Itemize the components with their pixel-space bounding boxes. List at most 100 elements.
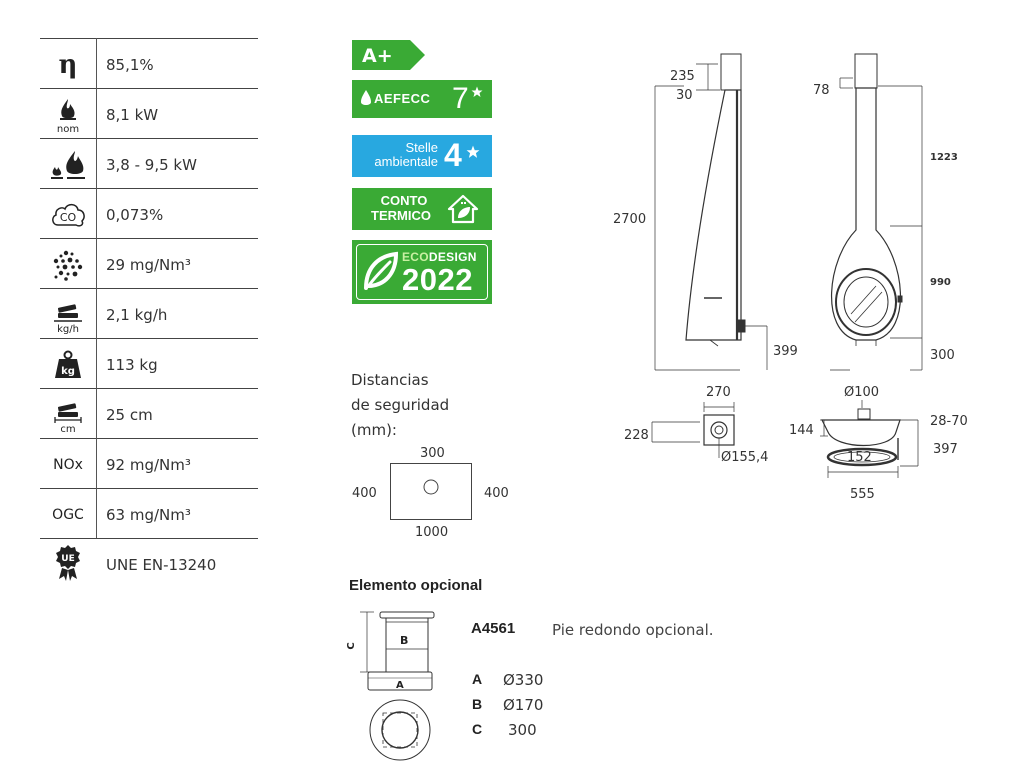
spec-value-log-length: 25 cm [106,406,153,424]
spec-value-certification: UNE EN-13240 [106,556,217,574]
nominal-power-flame-icon: nom [40,90,96,140]
stelle-ambientale-badge: Stelle ambientale 4 [352,135,492,177]
spec-value-particles: 29 mg/Nm³ [106,256,191,274]
spec-value-ogc: 63 mg/Nm³ [106,506,191,524]
icon-label-nom: nom [57,124,79,135]
dim-plan-right-top: 28-70 [930,414,968,429]
dim-front-top-offset: 78 [813,83,830,98]
dim-plan-width: 270 [706,385,731,400]
spec-value-efficiency: 85,1% [106,56,154,74]
dim-plan-depth: 228 [624,428,649,443]
divider [40,488,258,489]
dim-front-bottom-h: 300 [930,348,955,363]
power-range-flames-icon [40,140,96,190]
energy-class-badge: A+ [352,40,425,70]
dim-plan-diameter: Ø155,4 [721,450,768,465]
safety-title-1: Distancias [351,371,429,389]
icon-label-kg: kg [61,366,75,377]
dim-side-total-h: 2700 [613,212,646,227]
icon-label-ue: UE [61,554,74,564]
dim-front-mid-h: 990 [930,277,951,288]
icon-label-co: CO [60,211,77,224]
ecodesign-badge: ECODESIGN 2022 [352,240,492,304]
optional-key-a: A [472,671,483,687]
divider [40,138,258,139]
conto-line2: TERMICO [371,208,431,223]
energy-class-label: A+ [362,45,393,67]
dim-plan-right-h: 397 [933,442,958,457]
safety-top: 300 [420,446,445,461]
optional-code: A4561 [471,620,516,637]
dim-front-upper-h: 1223 [930,152,958,163]
star-icon [471,86,483,97]
ogc-text-icon: OGC [52,507,84,523]
diagram-label-c: C [346,642,357,649]
dim-plan-left-h: 144 [789,423,814,438]
co-cloud-icon: CO [40,190,96,240]
spec-value-weight: 113 kg [106,356,158,374]
divider [40,538,258,539]
technical-drawing: 235 30 2700 399 78 1223 990 300 270 228 … [613,53,968,502]
spec-value-nominal-power: 8,1 kW [106,106,159,124]
ecodesign-design: DESIGN [428,250,477,264]
aefecc-value: 7 [452,82,469,115]
stelle-line2: ambientale [374,154,438,169]
divider [40,88,258,89]
ue-certification-icon: UE [40,538,96,588]
divider [40,288,258,289]
safety-diagram [390,463,472,520]
optional-value-a: Ø330 [503,671,544,689]
nox-text-icon: NOx [53,457,83,473]
ecodesign-leaf-icon [364,251,399,290]
stelle-line1: Stelle [405,140,438,155]
diagram-label-b: B [400,634,408,647]
ecodesign-year: 2022 [402,262,473,297]
safety-right: 400 [484,486,509,501]
icon-label-cm: cm [60,424,75,435]
aefecc-badge: AEFECC 7 [352,80,492,118]
dim-plan-top-d: Ø100 [844,385,879,400]
particles-dots-icon [40,240,96,290]
side-view [654,53,768,371]
spec-value-power-range: 3,8 - 9,5 kW [106,156,197,174]
divider [40,238,258,239]
divider [40,188,258,189]
safety-bottom: 1000 [415,525,449,540]
dim-side-bottom-h: 399 [773,344,798,359]
stelle-value: 4 [444,137,462,173]
dim-side-top-h: 235 [670,69,695,84]
optional-value-b: Ø170 [503,696,544,714]
optional-key-b: B [472,696,483,712]
safety-title-3: (mm): [351,421,397,439]
dim-side-top-gap: 30 [676,88,693,103]
plan-view-large [820,400,919,478]
optional-value-c: 300 [508,721,537,739]
aefecc-label: AEFECC [374,91,431,106]
column-divider [96,38,97,538]
divider [40,38,258,39]
weight-kg-icon: kg [40,340,96,390]
plan-view-small [651,402,735,458]
divider [40,338,258,339]
ecodesign-frame [356,244,488,300]
dim-plan-center: 152 [847,450,872,465]
safety-title-2: de seguridad [351,396,450,414]
conto-line1: CONTO [380,193,428,208]
spec-value-co: 0,073% [106,206,164,224]
divider [40,388,258,389]
house-leaf-icon [447,194,479,224]
star-icon [466,145,480,158]
diagram-label-a: A [396,680,404,691]
conto-termico-badge: CONTO TERMICO [352,188,492,230]
icon-label-kgh: kg/h [57,324,79,335]
round-base-diagram: B A C [346,611,435,761]
log-length-icon: cm [40,390,96,440]
ecodesign-eco: ECO [402,250,429,264]
optional-title: Elemento opcional [349,577,483,594]
wood-consumption-icon: kg/h [40,290,96,340]
safety-left: 400 [352,486,377,501]
front-view [830,53,923,371]
optional-description: Pie redondo opcional. [552,621,714,639]
dim-plan-width-large: 555 [850,487,875,502]
optional-key-c: C [472,721,483,737]
